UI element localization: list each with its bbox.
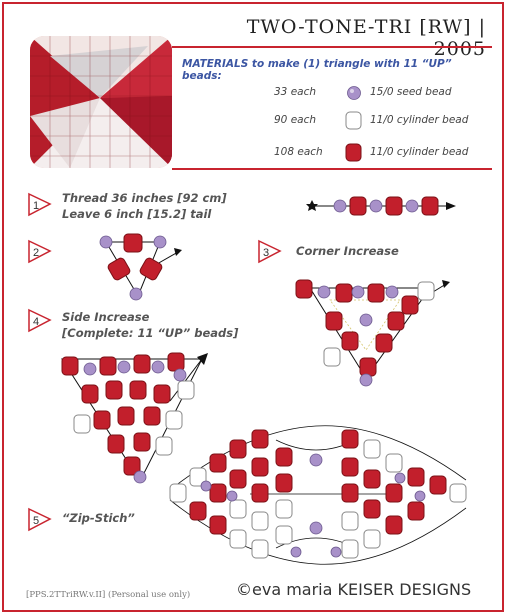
materials-heading: MATERIALS to make (1) triangle with 11 “…	[182, 58, 452, 82]
step-number: 1	[33, 200, 39, 212]
red-cylinder-bead-icon	[345, 143, 362, 162]
step-1-text: Thread 36 inches [92 cm] Leave 6 inch [1…	[62, 190, 227, 222]
material-description: 15/0 seed bead	[370, 86, 452, 98]
step-3-line-1: Corner Increase	[296, 244, 399, 258]
material-row-seed: 33 each 15/0 seed bead	[172, 82, 492, 104]
step-2-flag: 2	[28, 239, 52, 264]
step-4-line-1: Side Increase	[62, 310, 150, 324]
zip-stitch-beads	[169, 429, 467, 559]
step-1-flag: 1	[28, 192, 52, 217]
step-2-triangle-diagram	[99, 233, 182, 301]
step-5-zip-stitch-diagram	[169, 425, 467, 565]
material-row-red: 108 each 11/0 cylinder bead	[172, 142, 492, 164]
step-3-corner-increase-diagram	[295, 279, 450, 387]
step-1-bead-string-diagram	[306, 196, 456, 216]
step-number: 3	[263, 247, 269, 259]
step-3-flag: 3	[258, 239, 282, 264]
title-divider	[172, 46, 492, 48]
white-cylinder-bead-icon	[345, 111, 362, 130]
step-4-text: Side Increase [Complete: 11 “UP” beads]	[62, 309, 238, 341]
step-number: 4	[33, 316, 39, 328]
step-5-text: “Zip-Stich”	[62, 510, 135, 526]
pattern-code-footer: [PPS.2TTriRW.v.II] (Personal use only)	[26, 590, 191, 600]
step-4-line-2: [Complete: 11 “UP” beads]	[62, 326, 239, 340]
material-count: 90 each	[274, 114, 317, 126]
step-1-line-2: Leave 6 inch [15.2] tail	[62, 207, 212, 221]
material-description: 11/0 cylinder bead	[370, 114, 469, 126]
step-5-line-1: “Zip-Stich”	[62, 511, 135, 525]
finished-triangle-photo	[30, 36, 172, 168]
material-description: 11/0 cylinder bead	[370, 146, 469, 158]
purple-seed-bead-icon	[347, 86, 361, 100]
page-frame	[2, 2, 504, 612]
materials-panel: MATERIALS to make (1) triangle with 11 “…	[172, 48, 492, 170]
step-5-flag: 5	[28, 507, 52, 532]
material-count: 33 each	[274, 86, 317, 98]
step-number: 2	[33, 247, 39, 259]
step-3-text: Corner Increase	[296, 243, 399, 259]
designer-brand: ©eva maria KEISER DESIGNS	[236, 580, 472, 599]
step-4-side-increase-diagram	[61, 352, 208, 484]
step-1-line-1: Thread 36 inches [92 cm]	[62, 191, 227, 205]
page-title: TWO-TONE-TRI [RW] | 2005	[246, 16, 486, 60]
material-count: 108 each	[274, 146, 323, 158]
side-increase-beads	[61, 352, 195, 484]
material-row-white: 90 each 11/0 cylinder bead	[172, 110, 492, 132]
step-4-flag: 4	[28, 308, 52, 333]
step-number: 5	[33, 515, 39, 527]
